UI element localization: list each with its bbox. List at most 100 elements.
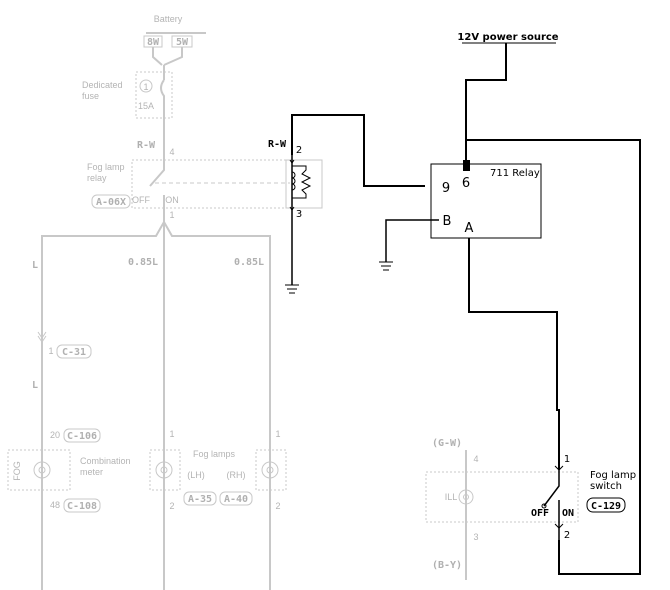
fog-relay-label-1: Fog lamp: [87, 162, 125, 172]
fog-lamp-lh-icon: [155, 461, 173, 479]
relay-coil-box: [285, 159, 323, 209]
wire-b-to-ground: [385, 219, 439, 262]
rw-left-pin: 4: [169, 147, 174, 157]
power-source-label: 12V power source: [457, 32, 558, 43]
c31-pin-label: 1: [48, 346, 53, 356]
conn-a06x-label: A-06X: [96, 197, 126, 208]
pin-b-label: B: [443, 214, 452, 229]
fuse-element: [160, 65, 165, 120]
conn-c129-box: [586, 497, 626, 513]
comb-meter-label-1: Combination: [80, 456, 131, 466]
fog-lamp-lh-box: [149, 449, 181, 491]
c31-chevron: [37, 331, 47, 343]
battery-wires: [152, 47, 183, 66]
switch-pin2-chevron: [554, 523, 564, 529]
wire-8w-label: 8W: [147, 37, 160, 48]
rw-left-label: R-W: [137, 140, 156, 151]
gw-label: (G-W): [432, 438, 462, 449]
relay-contacts: [285, 159, 323, 209]
switch-pin3-label: 3: [473, 532, 478, 542]
dedicated-fuse-label-1: Dedicated: [82, 80, 123, 90]
conn-a40-box: [219, 491, 253, 506]
conn-c31-box: [56, 344, 92, 359]
relay-off-label: OFF: [132, 195, 150, 205]
fog-lamp-lh-pin1: 1: [169, 429, 174, 439]
comb-meter-box: [7, 449, 71, 491]
conn-c31-label: C-31: [62, 347, 86, 358]
relay-pin3-label: 3: [296, 209, 302, 220]
comb-meter-lamp: [33, 461, 51, 479]
conn-a40-label: A-40: [224, 494, 248, 505]
fog-lamp-lh-pin2: 2: [169, 501, 174, 511]
fog-switch-box: [425, 471, 579, 523]
pin9-label: 9: [442, 181, 450, 196]
branch-right: [163, 221, 271, 590]
relay-coil-icon: [291, 171, 296, 191]
comb-meter-lamp-core: [38, 466, 46, 474]
fog-lamp-rh-box: [255, 449, 287, 491]
branch-left: [41, 221, 165, 590]
wire-power-to-6: [465, 43, 507, 164]
fog-lamp-rh-icon: [261, 461, 279, 479]
ill-lamp-icon: [458, 489, 474, 505]
conn-c129-label: C-129: [591, 501, 621, 512]
fog-switch-label-2: switch: [590, 481, 622, 492]
relay-711-label: 711 Relay: [490, 168, 540, 179]
relay-pin2-label: 2: [296, 145, 302, 156]
wire-6-to-switch-2: [465, 139, 641, 575]
fog-relay-label-2: relay: [87, 173, 107, 183]
fog-lamp-rh-pin1: 1: [275, 429, 280, 439]
fog-lamp-rh-core: [266, 466, 274, 474]
switch-pin1-label: 1: [564, 454, 570, 465]
fuse-number: 1: [143, 82, 148, 92]
pin-a-label: A: [465, 221, 474, 236]
relay-ground-icon: [285, 284, 299, 294]
fuse-rating: 15A: [138, 101, 154, 111]
wire-a-to-switch-1: [468, 238, 560, 470]
wire-l-label: L: [32, 260, 38, 271]
switch-pin2-label: 2: [564, 530, 570, 541]
original-schematic: Battery 8W 5W Dedicated fuse 1 15A R-W 4…: [7, 14, 579, 590]
conn-c106-label: C-106: [67, 431, 97, 442]
pin6-marker: [463, 160, 470, 171]
rw-right-label: R-W: [268, 139, 287, 150]
conn-c108-label: C-108: [67, 501, 97, 512]
modification-wiring: R-W 2 3 12V power source 711 Relay 6 9 B…: [268, 32, 641, 575]
ground-b-icon: [379, 261, 393, 271]
fuse-number-circle: [139, 79, 153, 93]
relay-on-label: ON: [165, 195, 179, 205]
comb-meter-label-2: meter: [80, 467, 103, 477]
pin6-label: 6: [462, 176, 470, 191]
dedicated-fuse-label-2: fuse: [82, 91, 99, 101]
relay-711-box: [430, 163, 542, 239]
switch-on-label: ON: [562, 508, 574, 519]
wire-pin2-to-9: [291, 114, 425, 187]
conn-c108-box: [63, 498, 101, 513]
c108-pin-label: 48: [50, 500, 60, 510]
fog-lamps-label: Fog lamps: [193, 449, 236, 459]
conn-a06x-box: [91, 194, 131, 209]
fog-lamp-rh-label: (RH): [227, 470, 246, 480]
ill-lamp-core: [463, 494, 469, 500]
wire-085l-label-2: 0.85L: [234, 257, 264, 268]
fog-lamp-lh-label: (LH): [187, 470, 205, 480]
fog-switch-label-1: Fog lamp: [590, 470, 636, 481]
conn-c106-box: [63, 428, 101, 443]
relay-switch-contact: [149, 160, 165, 187]
relay-resistor-icon: [292, 165, 312, 199]
conn-a35-label: A-35: [188, 494, 212, 505]
wire-l2-label: L: [32, 380, 38, 391]
fog-lamp-lh-core: [160, 466, 168, 474]
by-label: (B-Y): [432, 560, 462, 571]
battery-label: Battery: [154, 14, 183, 24]
coil-chevrons: [289, 159, 295, 211]
conn-a35-box: [183, 491, 217, 506]
fuse-box: [135, 71, 173, 119]
fog-vertical-label: FOG: [12, 461, 22, 481]
switch-pivot: [541, 503, 547, 509]
fog-lamp-rh-pin2: 2: [275, 501, 280, 511]
wire-5w-label: 5W: [176, 37, 189, 48]
wire-085l-label-1: 0.85L: [128, 257, 158, 268]
